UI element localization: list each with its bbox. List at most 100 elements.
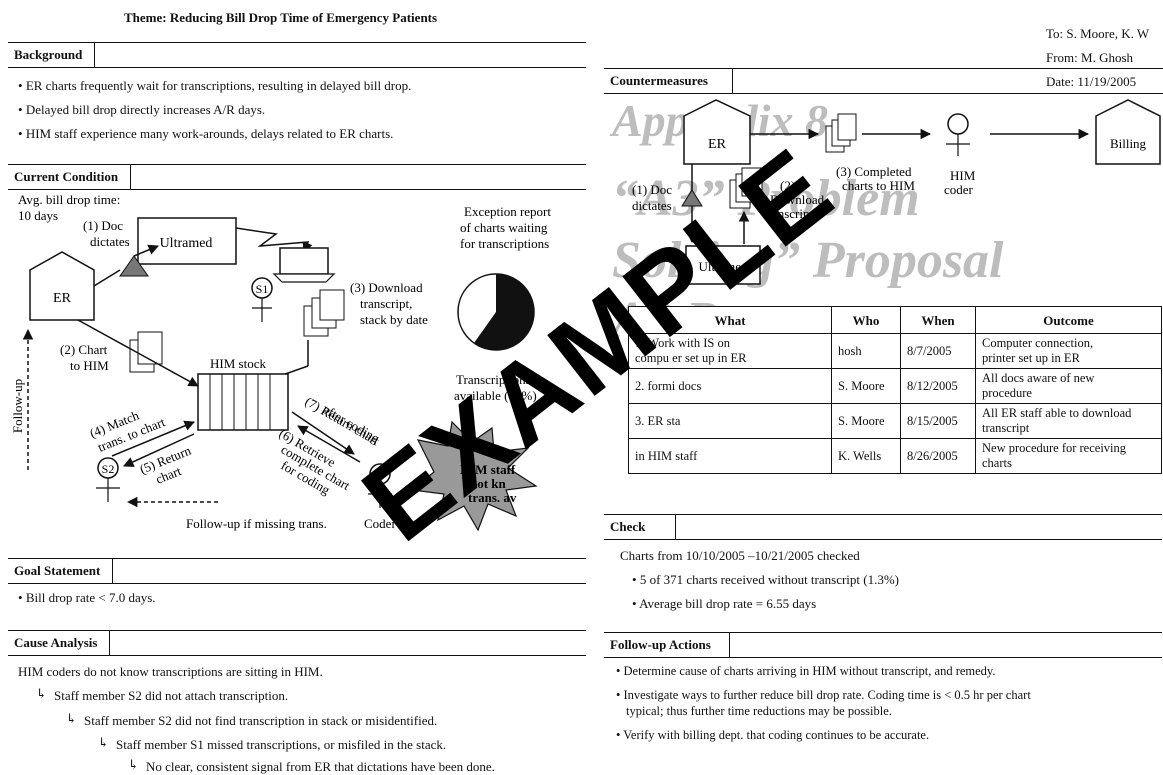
goal-bullet: Bill drop rate < 7.0 days. [18, 590, 156, 606]
download-label: (3) Download [350, 280, 423, 295]
cm-completed-label: charts to HIM [842, 178, 915, 193]
cell-outcome: All docs aware of new [982, 371, 1095, 385]
background-heading: Background [8, 43, 96, 67]
s2-label: S2 [102, 462, 115, 476]
cm-doc-label: (1) Doc [632, 182, 672, 197]
ultramed-label: Ultramed [160, 236, 213, 251]
followup-header: Follow-up Actions [604, 632, 1162, 658]
cell-what: 2. formi docs [628, 368, 832, 404]
cell-who: S. Moore [831, 368, 901, 404]
him-staff-starburst [410, 420, 538, 532]
cm-him-coder-label: HIM [950, 168, 976, 183]
memo-to: To: S. Moore, K. W [1046, 26, 1150, 41]
cell-outcome: printer set up in ER [982, 351, 1080, 365]
cell-what: 3. ER sta [628, 403, 832, 439]
chart-stack-icon [137, 331, 163, 365]
doc-dictates-label: dictates [90, 234, 130, 249]
goal-heading: Goal Statement [8, 559, 114, 583]
transcriptions-label: available (41%) [454, 388, 537, 403]
background-header: Background [8, 42, 586, 68]
coder-label: Coder [364, 516, 396, 531]
followup-heading: Follow-up Actions [604, 633, 730, 657]
cell-outcome: procedure [982, 386, 1032, 400]
phone-icon [119, 255, 149, 277]
memo-date: Date: 11/19/2005 [1046, 74, 1137, 89]
er-house-icon [683, 99, 751, 165]
cm-doc-label: dictates [632, 198, 672, 213]
cm-him-coder-label: coder [944, 182, 974, 197]
cause-arrow-icon: ↳ [128, 757, 139, 772]
cause-header: Cause Analysis [8, 630, 586, 656]
computer-icon [279, 247, 329, 275]
ultramed-box [137, 217, 237, 265]
cell-when: 8/26/2005 [900, 438, 976, 474]
cm-er-label: ER [708, 137, 727, 152]
him-staff-label: not kn [470, 476, 507, 491]
cell-when: 8/7/2005 [900, 333, 976, 369]
cell-outcome: Computer connection, [982, 336, 1094, 350]
cell-what: compu er set up in ER [635, 351, 747, 365]
check-heading: Check [604, 515, 677, 539]
memo-from: From: M. Ghosh [1046, 50, 1134, 65]
cm-completed-label: (3) Completed [836, 164, 912, 179]
download-label: transcript, [360, 296, 412, 311]
table-row: in HIM staff K. Wells 8/26/2005 New proc… [628, 438, 1162, 474]
exception-label: for transcriptions [460, 236, 549, 251]
followup-bullet: Investigate ways to further reduce bill … [616, 688, 1031, 703]
cell-who: K. Wells [831, 438, 901, 474]
countermeasures-heading: Countermeasures [604, 69, 733, 93]
cm-ultramed-box [685, 245, 761, 285]
cm-download-label: (2) [780, 178, 795, 193]
cause-heading: Cause Analysis [8, 631, 111, 655]
th-when: When [900, 306, 976, 334]
current-condition-heading: Current Condition [8, 165, 132, 189]
goal-header: Goal Statement [8, 558, 586, 584]
check-bullet: Average bill drop rate = 6.55 days [632, 596, 816, 612]
cause-line: Staff member S2 did not attach transcrip… [54, 688, 289, 703]
cell-outcome: transcript [982, 421, 1030, 435]
cell-what: 1. Work with IS on [635, 336, 730, 350]
table-row: 3. ER sta S. Moore 8/15/2005 All ER staf… [628, 403, 1162, 439]
check-intro: Charts from 10/10/2005 –10/21/2005 check… [620, 548, 860, 563]
avg-value: 10 days [18, 208, 58, 223]
countermeasures-header: Countermeasures [604, 68, 1163, 94]
followup-bullet: Verify with billing dept. that coding co… [616, 728, 929, 743]
cause-line: No clear, consistent signal from ER that… [146, 759, 495, 774]
er-house-icon [29, 251, 95, 321]
him-stock-box [197, 373, 289, 431]
bg-watermark-2: “A3” Problem [612, 170, 920, 227]
avg-label: Avg. bill drop time: [18, 192, 120, 207]
cell-outcome: New procedure for receiving [982, 441, 1127, 455]
transcript-stack-icon [319, 289, 345, 321]
cause-line: Staff member S2 did not find transcripti… [84, 713, 438, 728]
countermeasures-diagram: ER (1) Doc dictates (2) Download transcr… [632, 99, 1161, 285]
cause-arrow-icon: ↳ [98, 735, 109, 750]
cause-arrow-icon: ↳ [36, 686, 47, 701]
cell-when: 8/12/2005 [900, 368, 976, 404]
cause-line: HIM coders do not know transcriptions ar… [18, 664, 323, 679]
background-bullet: ER charts frequently wait for transcript… [18, 78, 412, 94]
cm-download-label: Download [770, 192, 825, 207]
exception-label: of charts waiting [460, 220, 548, 235]
check-header: Check [604, 514, 1162, 540]
cell-outcome: All ER staff able to download [982, 406, 1132, 420]
th-outcome: Outcome [975, 306, 1162, 334]
him-coder-icon [947, 113, 969, 135]
cm-download-label: transcripts [764, 206, 818, 221]
s1-label: S1 [256, 282, 269, 296]
download-label: stack by date [360, 312, 428, 327]
him-staff-label: HIM staff [460, 462, 516, 477]
cause-arrow-icon: ↳ [66, 711, 77, 726]
countermeasures-table: What Who When Outcome 1. Work with IS on… [628, 306, 1162, 474]
cell-who: hosh [831, 333, 901, 369]
cell-what: in HIM staff [628, 438, 832, 474]
followup-bullet: Determine cause of charts arriving in HI… [616, 664, 996, 679]
doc-dictates-label: (1) Doc [83, 218, 123, 233]
cell-outcome: charts [982, 456, 1012, 470]
er-label: ER [53, 291, 72, 306]
current-condition-diagram: Avg. bill drop time: 10 days Ultramed (1… [10, 192, 551, 532]
him-staff-label: trans. av [468, 490, 517, 505]
cell-who: S. Moore [831, 403, 901, 439]
background-bullet: Delayed bill drop directly increases A/R… [18, 102, 265, 118]
followup-missing-label: Follow-up if missing trans. [186, 516, 327, 531]
